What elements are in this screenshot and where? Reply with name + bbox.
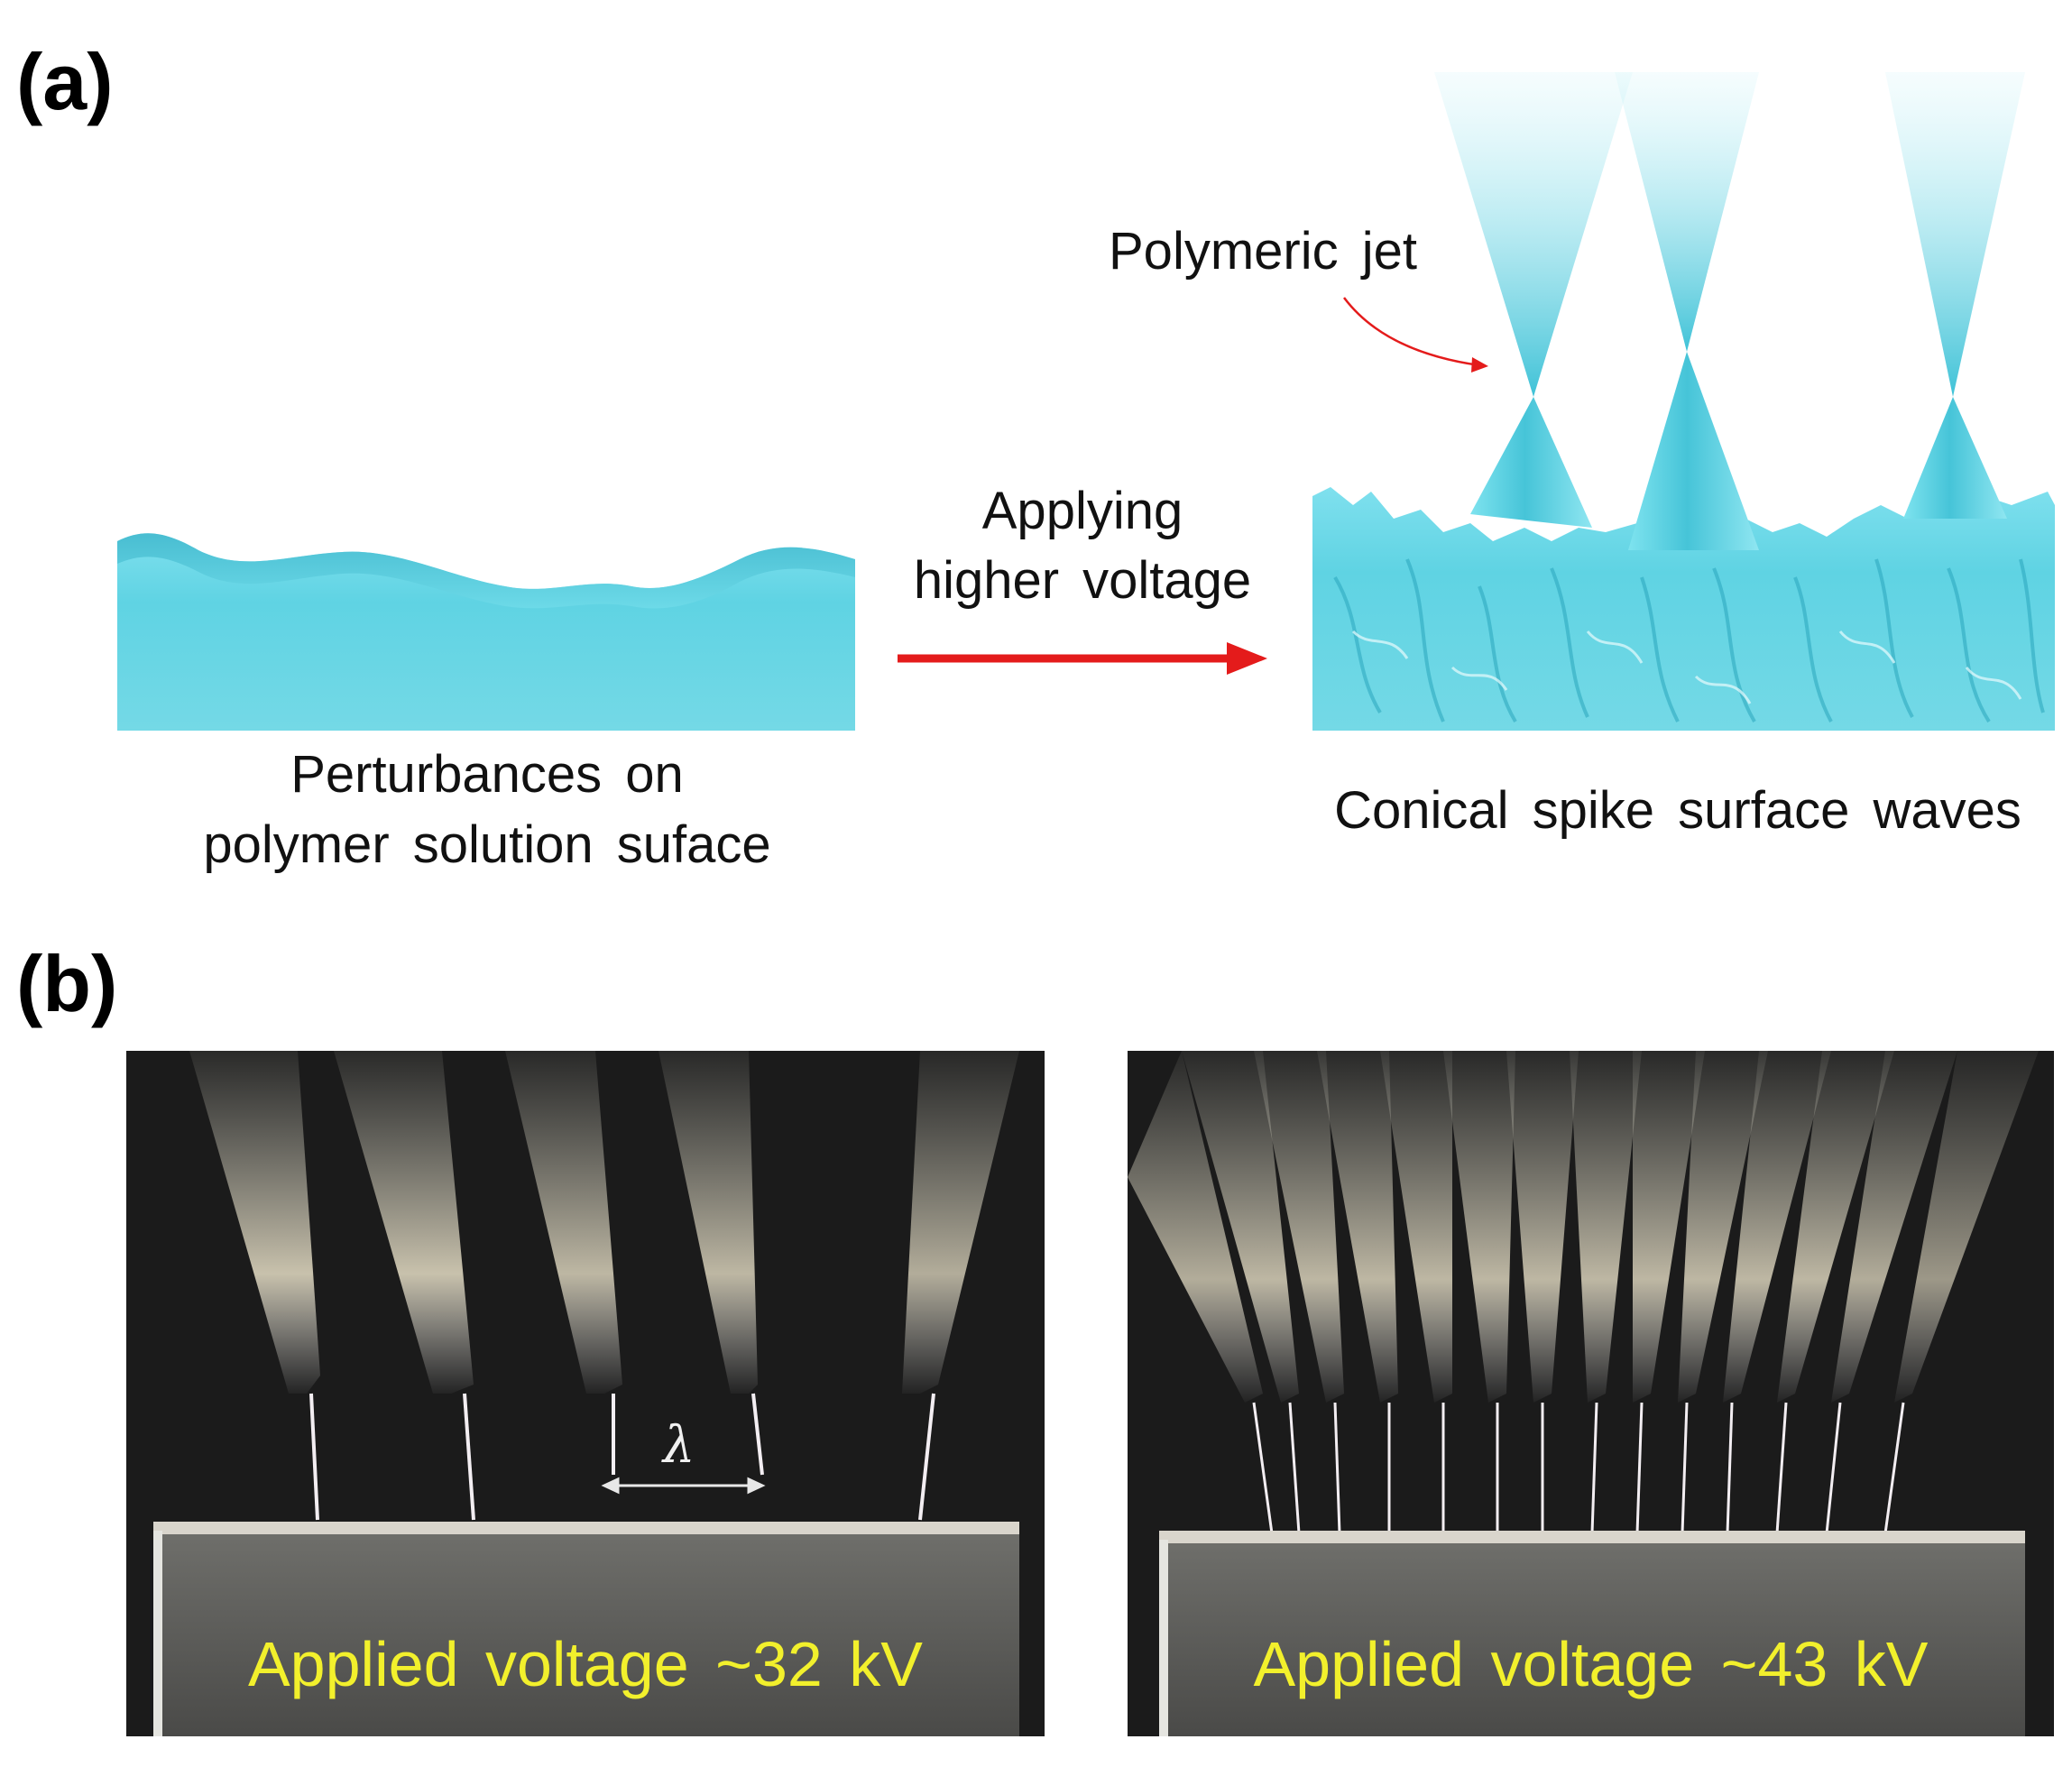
arrow-label-line2: higher voltage: [913, 551, 1252, 610]
photo-43kv-caption: Applied voltage ~43 kV: [1253, 1629, 1929, 1699]
jet-label: Polymeric jet: [1109, 222, 1417, 281]
left-caption-line2: polymer solution suface: [203, 815, 771, 874]
panel-b-label: (b): [16, 939, 118, 1028]
photo-32kv: λ Applied voltage ~32 kV: [126, 1051, 1045, 1736]
wavelength-symbol: λ: [663, 1416, 695, 1475]
arrow-label-line1: Applying: [981, 482, 1183, 540]
perturbed-surface-illustration: [117, 72, 2055, 731]
photo-32kv-caption: Applied voltage ~32 kV: [247, 1629, 923, 1699]
left-caption-line1: Perturbances on: [290, 745, 684, 804]
panel-a-label: (a): [16, 37, 114, 126]
right-caption: Conical spike surface waves: [1334, 781, 2021, 840]
photo-43kv: Applied voltage ~43 kV: [1128, 1051, 2054, 1736]
